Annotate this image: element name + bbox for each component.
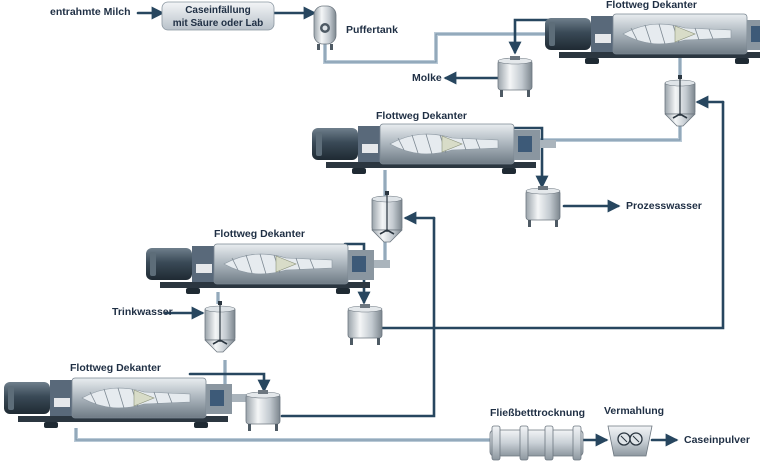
label-milk: entrahmte Milch	[50, 6, 131, 18]
decanter-2	[311, 123, 557, 175]
fluid-bed-dryer	[489, 425, 584, 461]
mixing-tank-3	[204, 300, 236, 353]
collection-tank-2	[347, 303, 383, 346]
label-dryer: Fließbetttrocknung	[490, 407, 586, 419]
mixing-tank-1	[664, 74, 696, 127]
whey-tank	[497, 55, 533, 98]
label-precipitation: Caseinfällung mit Säure oder Lab	[162, 4, 274, 30]
label-buffer-tank: Puffertank	[346, 24, 398, 36]
label-whey: Molke	[412, 72, 442, 84]
label-decanter-2: Flottweg Dekanter	[376, 110, 468, 122]
mill	[607, 425, 653, 457]
decanter-1	[544, 13, 760, 65]
dark-pipes	[136, 6, 725, 447]
buffer-tank	[313, 5, 337, 50]
label-mill: Vermahlung	[604, 405, 665, 417]
label-drinking-water: Trinkwasser	[112, 306, 173, 318]
decanter-3	[145, 243, 391, 295]
process-water-tank	[525, 185, 561, 228]
label-decanter-4: Flottweg Dekanter	[70, 362, 162, 374]
mixing-tank-2	[371, 190, 403, 243]
label-precipitation-line2: mit Säure oder Lab	[172, 18, 264, 29]
collection-tank-3	[245, 389, 281, 432]
label-process-water: Prozesswasser	[626, 200, 702, 212]
precipitation-box	[161, 1, 275, 31]
label-decanter-1: Flottweg Dekanter	[606, 0, 698, 11]
label-decanter-3: Flottweg Dekanter	[214, 228, 306, 240]
decanter-4	[3, 377, 249, 429]
label-precipitation-line1: Caseinfällung	[185, 5, 251, 16]
label-product: Caseinpulver	[684, 434, 750, 446]
